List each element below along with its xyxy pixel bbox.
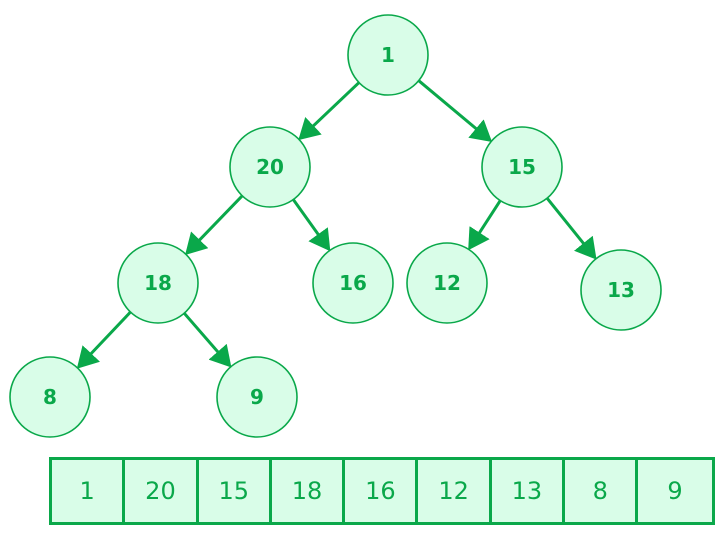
tree-node-n15: 15 — [481, 126, 563, 208]
tree-node-n8: 8 — [9, 356, 91, 438]
binary-tree: 1 20 15 18 16 12 13 8 9 — [9, 14, 662, 438]
array-cell-8: 9 — [667, 477, 683, 505]
tree-node-circle — [406, 242, 488, 324]
tree-node-label: 16 — [339, 271, 367, 295]
tree-node-n13: 13 — [580, 249, 662, 331]
tree-edge-n15-n13 — [543, 194, 597, 260]
tree-node-label: 15 — [508, 155, 536, 179]
tree-edge-n20-n16 — [289, 195, 331, 252]
tree-node-n9: 9 — [216, 356, 298, 438]
tree-node-circle — [216, 356, 298, 438]
array-cell-3: 18 — [272, 460, 346, 522]
tree-node-label: 13 — [607, 278, 635, 302]
tree-node-circle — [481, 126, 563, 208]
tree-node-n1: 1 — [347, 14, 429, 96]
tree-edges — [76, 76, 597, 369]
tree-node-label: 20 — [256, 155, 284, 179]
tree-node-circle — [312, 242, 394, 324]
tree-node-label: 8 — [43, 385, 57, 409]
tree-node-circle — [347, 14, 429, 96]
tree-edge-n1-n20 — [298, 78, 363, 141]
tree-edge-n1-n15 — [414, 76, 493, 142]
tree-node-label: 18 — [144, 271, 172, 295]
tree-node-label: 1 — [381, 43, 395, 67]
tree-edge-n18-n9 — [180, 309, 232, 368]
tree-node-circle — [9, 356, 91, 438]
array-cell-2: 15 — [199, 460, 272, 522]
array-cell-0: 1 — [52, 460, 126, 522]
tree-edge-n20-n18 — [185, 191, 247, 255]
tree-node-n12: 12 — [406, 242, 488, 324]
array-cell-1: 20 — [125, 460, 199, 522]
array-cell-4: 16 — [345, 460, 419, 522]
tree-node-circle — [229, 126, 311, 208]
array-cell-6: 13 — [492, 460, 566, 522]
tree-node-n18: 18 — [117, 242, 199, 324]
array-representation: 1 20 15 18 16 12 13 8 9 — [49, 457, 715, 525]
tree-node-n16: 16 — [312, 242, 394, 324]
tree-node-circle — [117, 242, 199, 324]
tree-edge-n18-n8 — [76, 308, 135, 369]
tree-node-label: 9 — [250, 385, 264, 409]
tree-edge-n15-n12 — [468, 196, 504, 251]
array-cell-5: 12 — [418, 460, 492, 522]
array-cell-7: 8 — [565, 460, 639, 522]
tree-nodes: 1 20 15 18 16 12 13 8 9 — [9, 14, 662, 438]
tree-node-n20: 20 — [229, 126, 311, 208]
tree-node-circle — [580, 249, 662, 331]
tree-node-label: 12 — [433, 271, 461, 295]
